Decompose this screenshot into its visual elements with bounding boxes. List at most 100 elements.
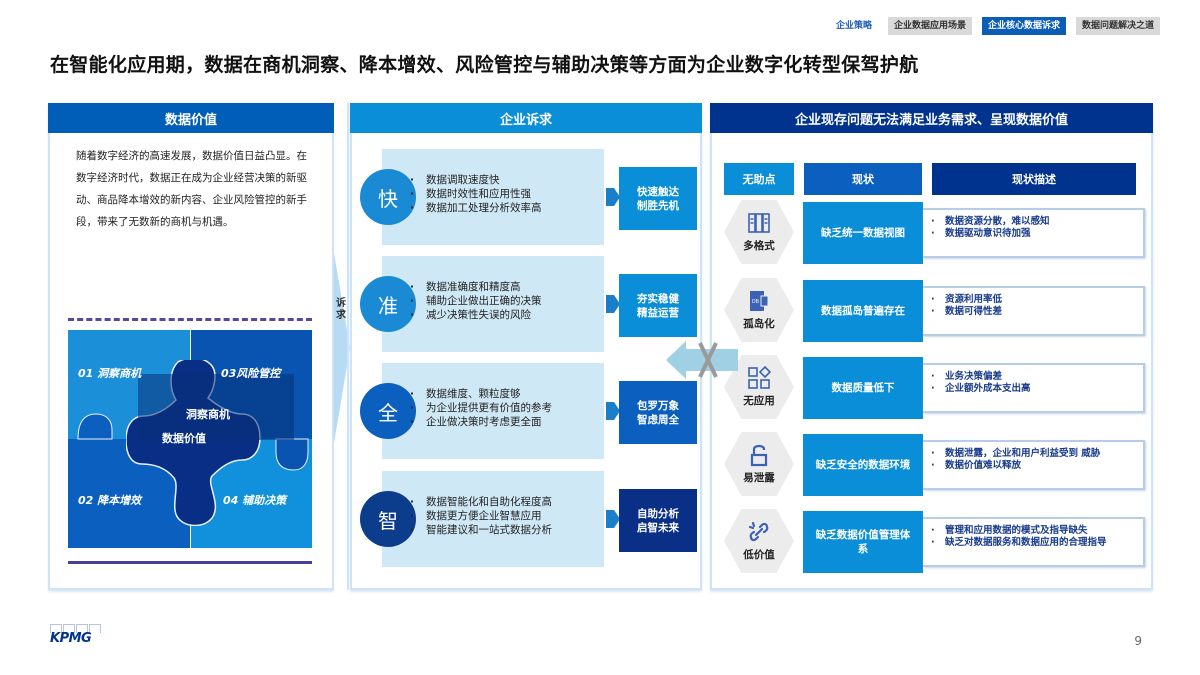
hex-badge: 多格式 xyxy=(724,200,794,264)
result-line: 自助分析 xyxy=(637,507,679,520)
demand-points-complete: 数据维度、颗粒度够 为企业提供更有价值的参考 企业做决策时考虑更全面 xyxy=(410,387,552,429)
hex-label: 孤岛化 xyxy=(743,318,775,330)
hex-label: 低价值 xyxy=(743,549,775,561)
nav-tab-solutions[interactable]: 数据问题解决之道 xyxy=(1075,17,1160,35)
center-overlay xyxy=(138,374,294,440)
description-point: 管理和应用数据的模式及指导缺失 xyxy=(931,525,1135,537)
description-point: 资源利用率低 xyxy=(931,294,1135,306)
description-point: 企业额外成本支出高 xyxy=(931,383,1135,395)
column-header-pain-point: 无助点 xyxy=(724,163,794,195)
result-line: 智虑周全 xyxy=(637,413,679,426)
result-line: 包罗万象 xyxy=(637,399,679,412)
demand-point: 数据加工处理分析效率高 xyxy=(410,201,541,215)
demand-point: 数据时效性和应用性强 xyxy=(410,187,542,201)
demands-panel: 企业诉求 快 数据调取速度快 数据时效性和应用性强 数据加工处理分析效率高 快速… xyxy=(350,103,702,590)
broken-link-icon xyxy=(748,521,769,542)
connector-label: 诉求 xyxy=(336,298,346,321)
result-line: 制胜先机 xyxy=(637,199,679,212)
page-number: 9 xyxy=(1134,634,1142,648)
value-puzzle: 01 洞察商机 02 降本增效 03风险管控 04 辅助决策 洞察商机 数据价值 xyxy=(68,330,312,548)
data-island-icon: DB xyxy=(750,291,769,311)
demand-point: 减少决策性失误的风险 xyxy=(410,308,542,322)
description-box: 业务决策偏差 企业额外成本支出高 xyxy=(923,363,1145,413)
demand-point: 数据调取速度快 xyxy=(410,173,542,187)
center-label-insight: 洞察商机 xyxy=(186,408,230,421)
demand-result-accurate: 夯实稳健精益运营 xyxy=(619,274,697,337)
solid-divider xyxy=(68,561,312,564)
problem-row: 多格式 缺乏统一数据视图 数据资源分散，难以感知 数据驱动意识待加强 xyxy=(712,200,1155,264)
column-header-description: 现状描述 xyxy=(932,163,1136,195)
data-value-intro: 随着数字经济的高速发展，数据价值日益凸显。在数字经济时代，数据正在成为企业经营决… xyxy=(76,150,307,228)
hex-label: 易泄露 xyxy=(743,472,775,484)
puzzle-label-decision: 04 辅助决策 xyxy=(223,494,287,507)
status-box: 数据孤岛普遍存在 xyxy=(803,280,923,342)
demand-point: 数据准确度和精度高 xyxy=(410,280,542,294)
demand-result-smart: 自助分析启智未来 xyxy=(619,489,697,552)
connector-arrow-shape xyxy=(334,103,350,590)
problems-panel: 企业现存问题无法满足业务需求、呈现数据价值 无助点 现状 现状描述 多格式 缺乏… xyxy=(710,103,1153,590)
demand-result-complete: 包罗万象智虑周全 xyxy=(619,381,697,444)
hex-badge: 低价值 xyxy=(724,509,794,573)
column-header-status: 现状 xyxy=(804,163,922,195)
demands-header: 企业诉求 xyxy=(350,103,702,133)
status-box: 缺乏数据价值管理体系 xyxy=(803,511,923,573)
arrow-right-icon xyxy=(606,295,620,313)
demand-card-fast: 快 数据调取速度快 数据时效性和应用性强 数据加工处理分析效率高 xyxy=(360,149,604,245)
description-point: 业务决策偏差 xyxy=(931,371,1135,383)
kpmg-logo: KPMG xyxy=(50,624,102,646)
hex-label: 多格式 xyxy=(743,240,775,252)
status-box: 数据质量低下 xyxy=(803,357,923,419)
demand-point: 数据智能化和自助化程度高 xyxy=(410,495,552,509)
nav-tab-core-demands[interactable]: 企业核心数据诉求 xyxy=(981,17,1066,35)
demand-points-accurate: 数据准确度和精度高 辅助企业做出正确的决策 减少决策性失误的风险 xyxy=(410,280,542,322)
demand-connector: 诉求 xyxy=(334,103,350,590)
description-point: 数据泄露，企业和用户利益受到 威胁 xyxy=(931,448,1135,460)
data-value-panel: 数据价值 随着数字经济的高速发展，数据价值日益凸显。在数字经济时代，数据正在成为… xyxy=(48,103,334,590)
multi-format-icon xyxy=(748,213,770,233)
description-point: 数据可得性差 xyxy=(931,306,1135,318)
status-box: 缺乏安全的数据环境 xyxy=(803,434,923,496)
demand-point: 辅助企业做出正确的决策 xyxy=(410,294,541,308)
status-box: 缺乏统一数据视图 xyxy=(803,202,923,264)
nav-tab-scenarios[interactable]: 企业数据应用场景 xyxy=(887,17,972,35)
demand-point: 数据更方便企业智慧应用 xyxy=(410,509,552,523)
blocked-arrow-icon xyxy=(666,341,738,379)
result-line: 精益运营 xyxy=(637,306,679,319)
demand-points-smart: 数据智能化和自助化程度高 数据更方便企业智慧应用 智能建议和一站式数据分析 xyxy=(410,495,552,537)
description-point: 数据资源分散，难以感知 xyxy=(931,216,1135,228)
hex-badge: 易泄露 xyxy=(724,432,794,496)
problem-row: 易泄露 缺乏安全的数据环境 数据泄露，企业和用户利益受到 威胁 数据价值难以释放 xyxy=(712,432,1155,496)
description-box: 资源利用率低 数据可得性差 xyxy=(923,286,1145,336)
demand-points-fast: 数据调取速度快 数据时效性和应用性强 数据加工处理分析效率高 xyxy=(410,173,542,215)
demand-card-accurate: 准 数据准确度和精度高 辅助企业做出正确的决策 减少决策性失误的风险 xyxy=(360,256,604,352)
result-line: 启智未来 xyxy=(637,521,679,534)
demand-circle-accurate: 准 xyxy=(360,276,416,332)
demand-point: 数据维度、颗粒度够 xyxy=(410,387,552,401)
no-application-icon xyxy=(748,366,771,389)
arrow-right-icon xyxy=(606,188,620,206)
description-box: 数据泄露，企业和用户利益受到 威胁 数据价值难以释放 xyxy=(923,440,1145,490)
puzzle-label-insight: 01 洞察商机 xyxy=(78,367,142,380)
description-box: 管理和应用数据的模式及指导缺失 缺乏对数据服务和数据应用的合理指导 xyxy=(923,517,1145,567)
unlocked-icon xyxy=(750,444,768,467)
demand-result-fast: 快速触达制胜先机 xyxy=(619,167,697,230)
arrow-right-icon xyxy=(606,510,620,528)
svg-text:DB: DB xyxy=(752,299,760,305)
hex-badge: DB 孤岛化 xyxy=(724,278,794,342)
demand-card-complete: 全 数据维度、颗粒度够 为企业提供更有价值的参考 企业做决策时考虑更全面 xyxy=(360,363,604,459)
problem-row: 低价值 缺乏数据价值管理体系 管理和应用数据的模式及指导缺失 缺乏对数据服务和数… xyxy=(712,509,1155,573)
top-nav: 企业策略 企业数据应用场景 企业核心数据诉求 数据问题解决之道 xyxy=(830,17,1160,35)
demand-circle-fast: 快 xyxy=(360,169,416,225)
problem-row: DB 孤岛化 数据孤岛普遍存在 资源利用率低 数据可得性差 xyxy=(712,278,1155,342)
hex-label: 无应用 xyxy=(743,395,775,407)
demand-circle-complete: 全 xyxy=(360,383,416,439)
demand-point: 智能建议和一站式数据分析 xyxy=(410,523,552,537)
result-line: 夯实稳健 xyxy=(637,292,679,305)
problem-row: 无应用 数据质量低下 业务决策偏差 企业额外成本支出高 xyxy=(712,355,1155,419)
description-point: 数据价值难以释放 xyxy=(931,460,1135,472)
demand-point: 为企业提供更有价值的参考 xyxy=(410,401,552,415)
demand-point: 企业做决策时考虑更全面 xyxy=(410,415,552,429)
demand-card-smart: 智 数据智能化和自助化程度高 数据更方便企业智慧应用 智能建议和一站式数据分析 xyxy=(360,471,604,567)
nav-tab-strategy[interactable]: 企业策略 xyxy=(835,21,872,31)
result-line: 快速触达 xyxy=(637,185,679,198)
